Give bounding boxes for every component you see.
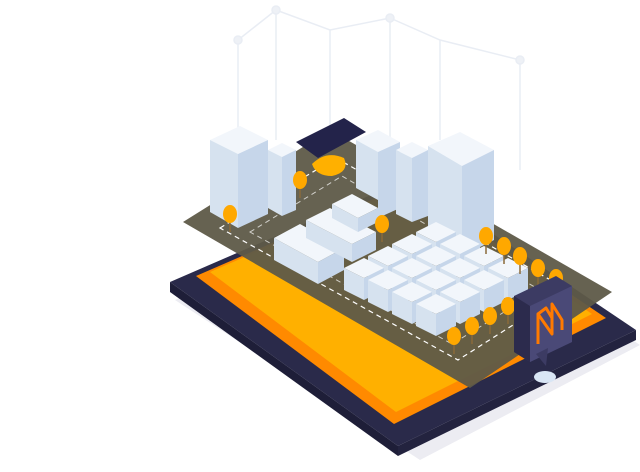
tree-crown [497,237,511,255]
tree-crown [531,259,545,277]
low-buildings [274,194,378,284]
tree-crown [465,317,479,335]
building-face [484,280,504,312]
tree-crown [479,227,493,245]
tree-crown [447,327,461,345]
tree-crown [501,297,515,315]
tree-crown [513,247,527,265]
tree-crown [293,171,307,189]
building-face [460,292,480,324]
building-face [416,304,436,336]
tree-crown [375,215,389,233]
tall-buildings [210,126,494,256]
tree-crown [483,307,497,325]
building-face [368,280,388,312]
building-face [344,268,364,300]
home-button-icon [534,371,556,383]
network-wires [233,5,525,170]
building-face [392,292,412,324]
tree-crown [223,205,237,223]
map-pin-icon [514,276,572,366]
